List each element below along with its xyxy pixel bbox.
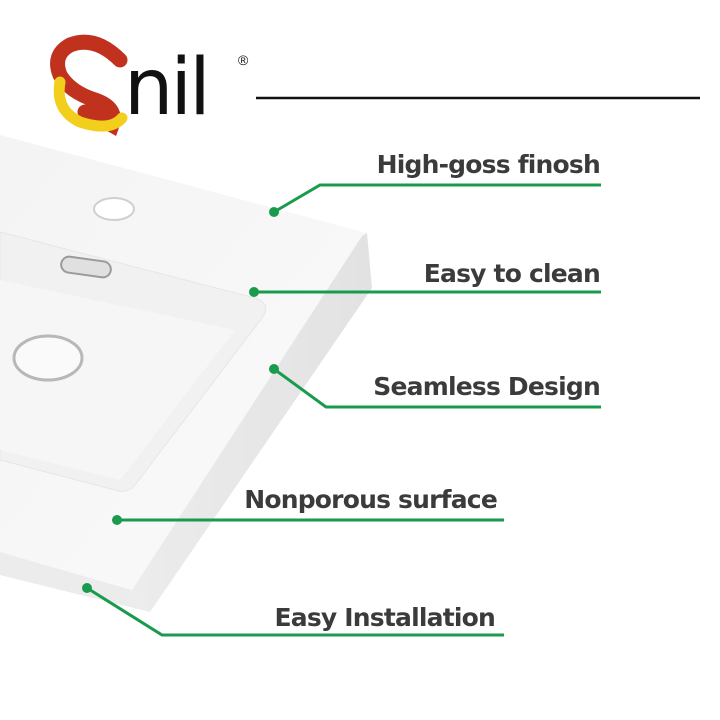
feature-label-seamless: Seamless Design xyxy=(373,372,601,401)
registered-mark: ® xyxy=(238,52,249,68)
drain-hole xyxy=(12,334,84,382)
leader-dot-2 xyxy=(249,287,259,297)
tap-hole xyxy=(93,197,135,221)
brand-logo-letters: nil xyxy=(124,43,211,133)
basin-front-face xyxy=(0,552,150,612)
leader-line-3 xyxy=(273,367,601,409)
feature-label-easy-clean: Easy to clean xyxy=(423,259,601,288)
feature-label-nonporous: Nonporous surface xyxy=(244,485,498,514)
leader-line-5 xyxy=(86,586,504,637)
leader-dot-1 xyxy=(269,207,279,217)
leader-dot-3 xyxy=(269,364,279,374)
overflow-slot xyxy=(60,255,112,279)
feature-label-high-gloss: High-goss finosh xyxy=(376,150,601,179)
leader-line-1 xyxy=(273,183,601,214)
leader-dot-5 xyxy=(82,583,92,593)
feature-label-installation: Easy Installation xyxy=(274,603,495,632)
leader-dot-4 xyxy=(112,515,122,525)
basin-side-face xyxy=(132,233,372,612)
logo-s-icon xyxy=(50,34,128,137)
